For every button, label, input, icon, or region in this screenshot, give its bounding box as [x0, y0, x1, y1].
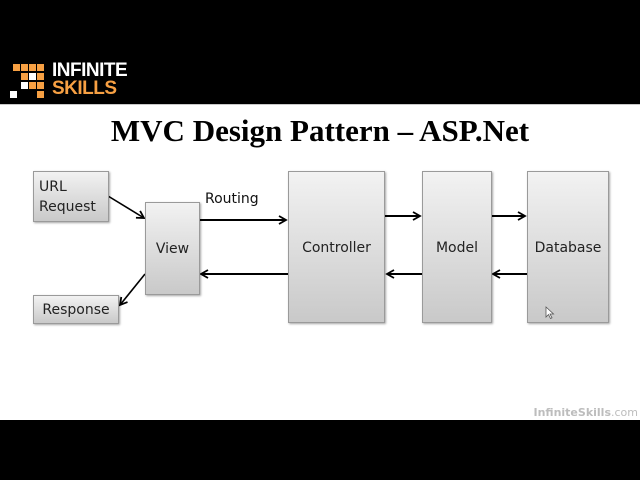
infinite-skills-logo: INFINITE SKILLS: [8, 60, 158, 102]
node-model: Model: [422, 171, 492, 323]
node-url-request-line2: Request: [39, 198, 96, 215]
arrow-view-to-response: [118, 273, 146, 307]
top-bar: INFINITE SKILLS: [0, 0, 640, 104]
node-response: Response: [33, 295, 119, 324]
mouse-cursor-icon: [545, 306, 555, 320]
node-controller: Controller: [288, 171, 385, 323]
node-database-label: Database: [534, 240, 602, 256]
slide-title: MVC Design Pattern – ASP.Net: [110, 113, 530, 148]
node-view-label: View: [155, 240, 190, 257]
node-view: View: [145, 202, 200, 295]
watermark: InfiniteSkills.com: [534, 406, 639, 419]
node-controller-label: Controller: [302, 240, 371, 256]
logo-grid-icon: [10, 64, 50, 100]
node-database: Database: [527, 171, 609, 323]
node-url-request: URL Request: [33, 171, 109, 222]
arrow-url-to-view: [107, 195, 146, 219]
watermark-name: InfiniteSkills: [533, 406, 612, 419]
diagram-arrows: [107, 195, 527, 307]
node-url-request-line1: URL: [39, 178, 67, 195]
bottom-bar: [0, 420, 640, 480]
node-response-label: Response: [42, 301, 110, 318]
logo-text-infinite: INFINITE: [52, 60, 128, 81]
watermark-suffix: .com: [611, 406, 638, 419]
slide: MVC Design Pattern – ASP.Net URL Request…: [0, 104, 640, 421]
edge-label-routing: Routing: [205, 191, 259, 207]
logo-text-skills: SKILLS: [52, 78, 117, 99]
node-model-label: Model: [435, 240, 479, 256]
